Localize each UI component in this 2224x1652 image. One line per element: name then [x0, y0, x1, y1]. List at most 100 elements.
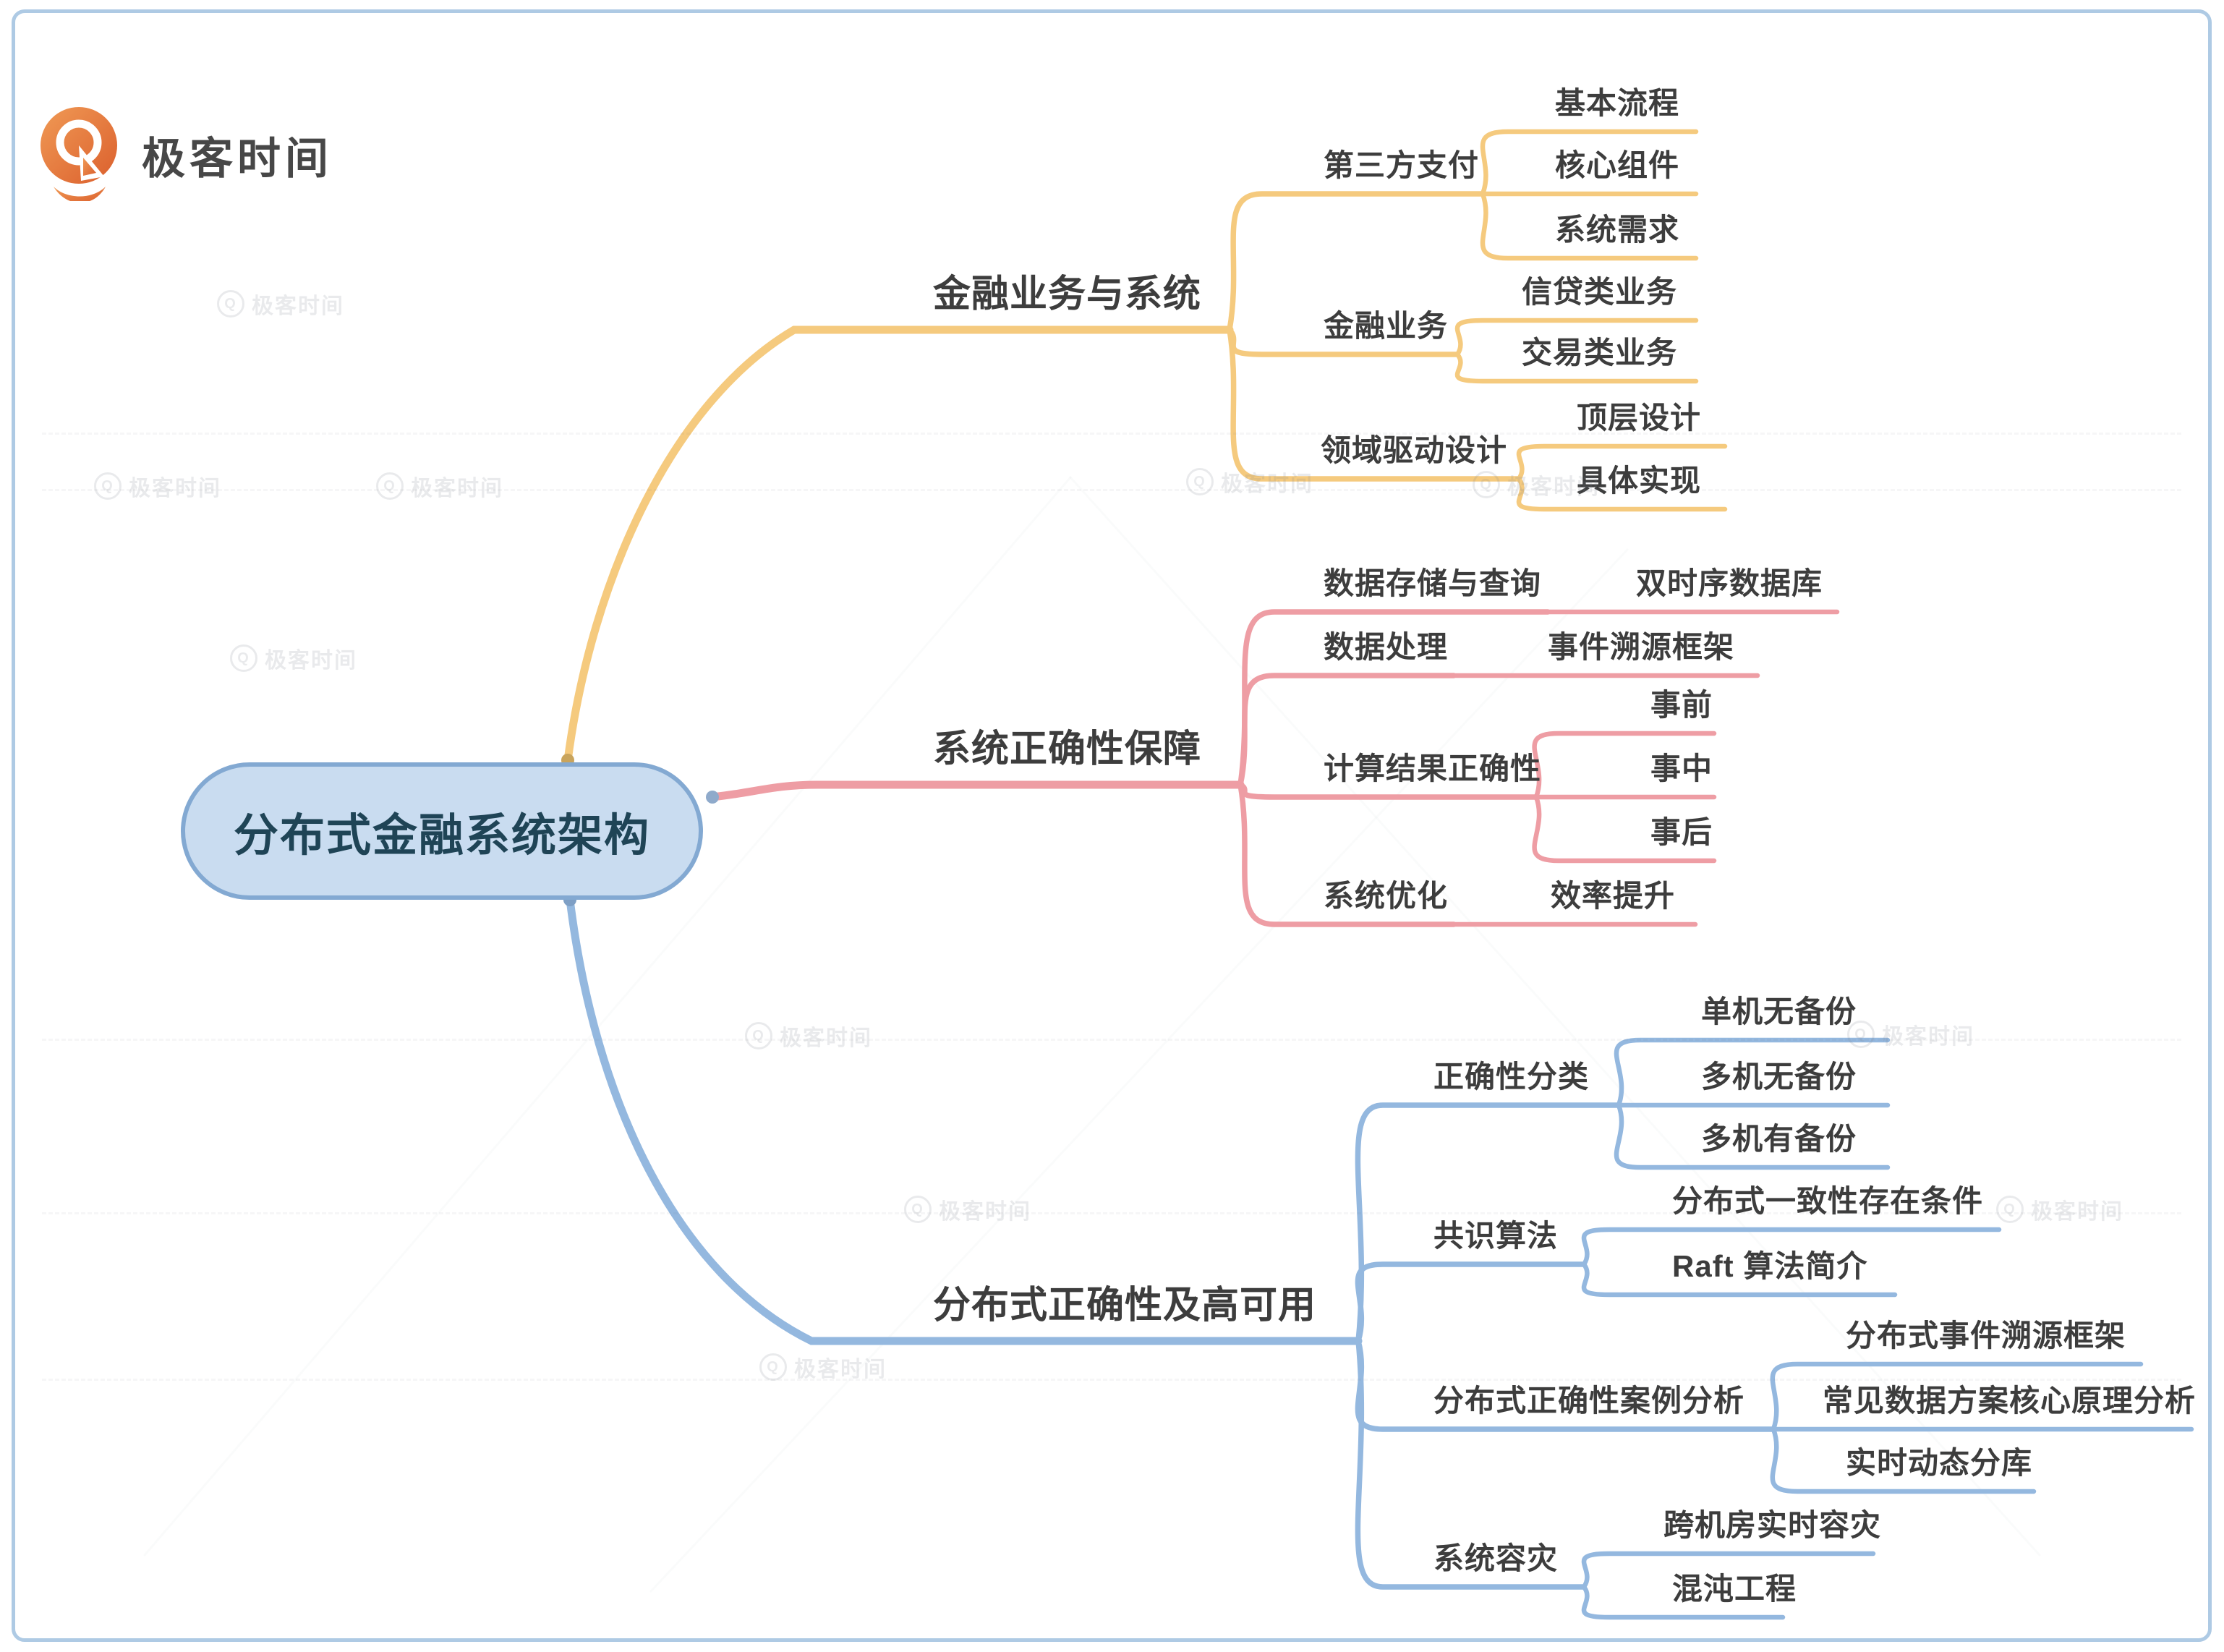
topic-node: 金融业务: [1324, 309, 1449, 343]
subtopic-connector: [1614, 1037, 1891, 1108]
topic-node: 系统容灾: [1433, 1541, 1559, 1575]
watermark-stamp: Q 极客时间: [1473, 469, 1600, 501]
watermark-dashed-row: [42, 1379, 2181, 1381]
branch-trunk-connector: [563, 325, 1234, 765]
topic-node: 领域驱动设计: [1321, 433, 1508, 467]
watermark-logo-icon: Q: [230, 644, 257, 672]
watermark-logo-icon: Q: [904, 1196, 932, 1223]
topic-node: 正确性分类: [1433, 1060, 1590, 1094]
branch-trunk-connector: [566, 895, 1363, 1345]
watermark-logo-icon: Q: [1847, 1021, 1875, 1048]
subtopic-node: 常见数据方案核心原理分析: [1823, 1384, 2197, 1418]
watermark-logo-icon: Q: [745, 1022, 772, 1049]
watermark-stamp: Q 极客时间: [1186, 466, 1313, 498]
watermark-diagonal-line: [143, 476, 1072, 1557]
watermark-text: 极客时间: [1882, 1025, 1974, 1049]
watermark-text: 极客时间: [265, 649, 357, 673]
subtopic-connector: [1581, 1584, 1786, 1620]
watermark-stamp: Q 极客时间: [904, 1193, 1031, 1225]
watermark-text: 极客时间: [411, 477, 503, 501]
topic-node: 数据存储与查询: [1324, 566, 1542, 600]
branch-node: 金融业务与系统: [933, 273, 1202, 315]
watermark-logo-icon: Q: [1473, 471, 1500, 498]
branch-node: 系统正确性保障: [933, 728, 1202, 770]
subtopic-connector: [1532, 794, 1717, 864]
subtopic-node: 交易类业务: [1522, 336, 1678, 370]
subtopic-connector: [1581, 1551, 1876, 1590]
subtopic-node: 具体实现: [1577, 464, 1702, 498]
topic-node: 共识算法: [1433, 1219, 1559, 1253]
topic-connector: [1355, 1338, 1587, 1590]
subtopic-node: 实时动态分库: [1846, 1446, 2033, 1480]
subtopic-node: 分布式事件溯源框架: [1846, 1319, 2126, 1353]
watermark-dashed-row: [42, 1212, 2181, 1214]
subtopic-node: 双时序数据库: [1636, 566, 1823, 600]
subtopic-node: 单机无备份: [1701, 995, 1857, 1029]
subtopic-connector: [1454, 318, 1699, 357]
topic-node: 分布式正确性案例分析: [1433, 1384, 1745, 1418]
watermark-text: 极客时间: [2031, 1200, 2123, 1224]
subtopic-node: 效率提升: [1551, 879, 1676, 913]
subtopic-connector: [1516, 476, 1728, 512]
watermark-text: 极客时间: [939, 1200, 1031, 1224]
subtopic-connector: [1532, 731, 1717, 800]
branch-trunk-connector: [708, 780, 1245, 801]
brand-name: 极客时间: [142, 135, 333, 183]
subtopic-node: 分布式一致性存在条件: [1672, 1184, 1984, 1218]
watermark-dashed-row: [42, 433, 2181, 435]
watermark-stamp: Q 极客时间: [230, 642, 357, 674]
topic-connector: [1237, 673, 1457, 788]
subtopic-node: 事中: [1650, 752, 1713, 785]
watermark-logo-icon: Q: [1186, 468, 1214, 495]
subtopic-connector: [1581, 1227, 2002, 1267]
branch-node: 分布式正确性及高可用: [933, 1285, 1317, 1327]
subtopic-connector: [1516, 443, 1728, 482]
subtopic-connector: [1480, 191, 1699, 261]
subtopic-node: 核心组件: [1555, 148, 1680, 182]
watermark-text: 极客时间: [1221, 472, 1313, 496]
subtopic-node: 事件溯源框架: [1548, 630, 1735, 664]
watermark-stamp: Q 极客时间: [1847, 1018, 1974, 1050]
topic-connector: [1355, 1261, 1587, 1344]
topic-connector: [1237, 782, 1457, 927]
branch-anchor-dot: [706, 791, 719, 804]
watermark-text: 极客时间: [252, 294, 344, 318]
subtopic-node: 系统需求: [1555, 213, 1680, 247]
subtopic-connector: [1770, 1361, 2144, 1432]
watermark-text: 极客时间: [780, 1026, 872, 1050]
subtopic-connector: [1770, 1426, 2037, 1494]
watermark-dashed-row: [42, 489, 2181, 491]
watermark-logo-icon: Q: [94, 472, 122, 500]
subtopic-connector: [1614, 1102, 1891, 1170]
subtopic-node: 顶层设计: [1577, 401, 1702, 435]
watermark-logo-icon: Q: [1996, 1196, 2024, 1223]
subtopic-node: 多机有备份: [1701, 1122, 1857, 1156]
watermark-stamp: Q 极客时间: [94, 470, 221, 502]
subtopic-connector: [1454, 352, 1699, 384]
watermark-logo-icon: Q: [759, 1353, 787, 1381]
watermark-stamp: Q 极客时间: [1996, 1193, 2123, 1225]
watermark-text: 极客时间: [794, 1358, 887, 1381]
subtopic-connector: [1581, 1261, 1898, 1298]
watermark-diagonal-line: [1069, 476, 2041, 1557]
watermark-stamp: Q 极客时间: [745, 1020, 872, 1052]
subtopic-node: 跨机房实时容灾: [1663, 1508, 1882, 1542]
brand-header: 极客时间: [38, 106, 333, 205]
subtopic-node: 事前: [1650, 688, 1713, 722]
subtopic-node: Raft 算法简介: [1672, 1249, 1868, 1283]
watermark-stamp: Q 极客时间: [759, 1351, 887, 1383]
subtopic-node: 信贷类业务: [1522, 275, 1678, 309]
watermark-text: 极客时间: [129, 477, 221, 501]
geektime-logo-icon: [38, 106, 123, 205]
subtopic-node: 多机无备份: [1701, 1060, 1857, 1094]
topic-node: 系统优化: [1324, 879, 1449, 913]
subtopic-connector: [1480, 129, 1699, 197]
topic-node: 第三方支付: [1324, 148, 1480, 182]
watermark-dashed-row: [42, 1039, 2181, 1041]
watermark-text: 极客时间: [1507, 475, 1600, 499]
topic-connector: [1355, 1102, 1622, 1344]
root-node: 分布式金融系统架构: [181, 762, 703, 900]
